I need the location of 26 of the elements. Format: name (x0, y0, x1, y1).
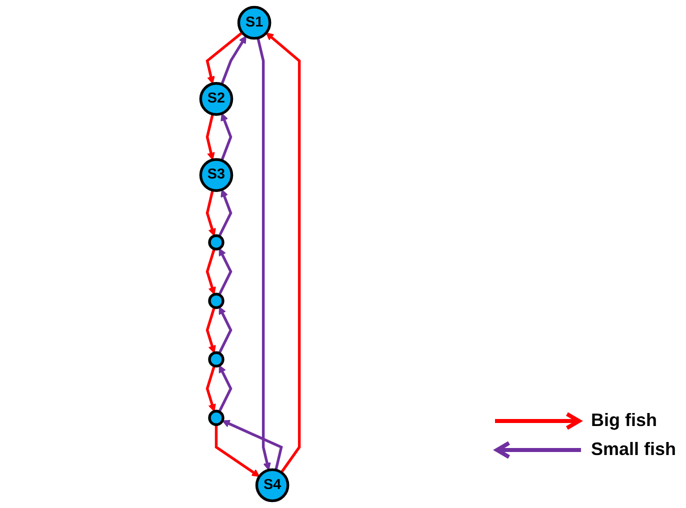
arrow (206, 32, 244, 84)
legend-label: Small fish (590, 439, 676, 460)
node-circle: S4 (255, 468, 290, 502)
arrow (266, 32, 301, 474)
arrow (218, 365, 232, 412)
arrow (214, 424, 260, 477)
node-circle: S1 (237, 6, 272, 40)
arrow (218, 306, 232, 354)
node-circle: S2 (199, 82, 234, 116)
arrow (206, 306, 216, 354)
legend-label: Big fish (590, 410, 657, 431)
arrow (206, 365, 216, 412)
arrow (218, 248, 232, 296)
arrow (206, 114, 215, 160)
node-circle (208, 292, 224, 309)
node-circle (208, 410, 224, 426)
arrow (218, 189, 232, 237)
node-circle: S3 (199, 158, 234, 192)
arrow (206, 248, 216, 295)
arrow (220, 113, 232, 161)
arrow (220, 36, 246, 85)
node-circle (208, 234, 224, 250)
arrow (206, 190, 216, 236)
arrow (222, 420, 283, 470)
arrow (256, 38, 271, 470)
node-circle (208, 351, 224, 368)
